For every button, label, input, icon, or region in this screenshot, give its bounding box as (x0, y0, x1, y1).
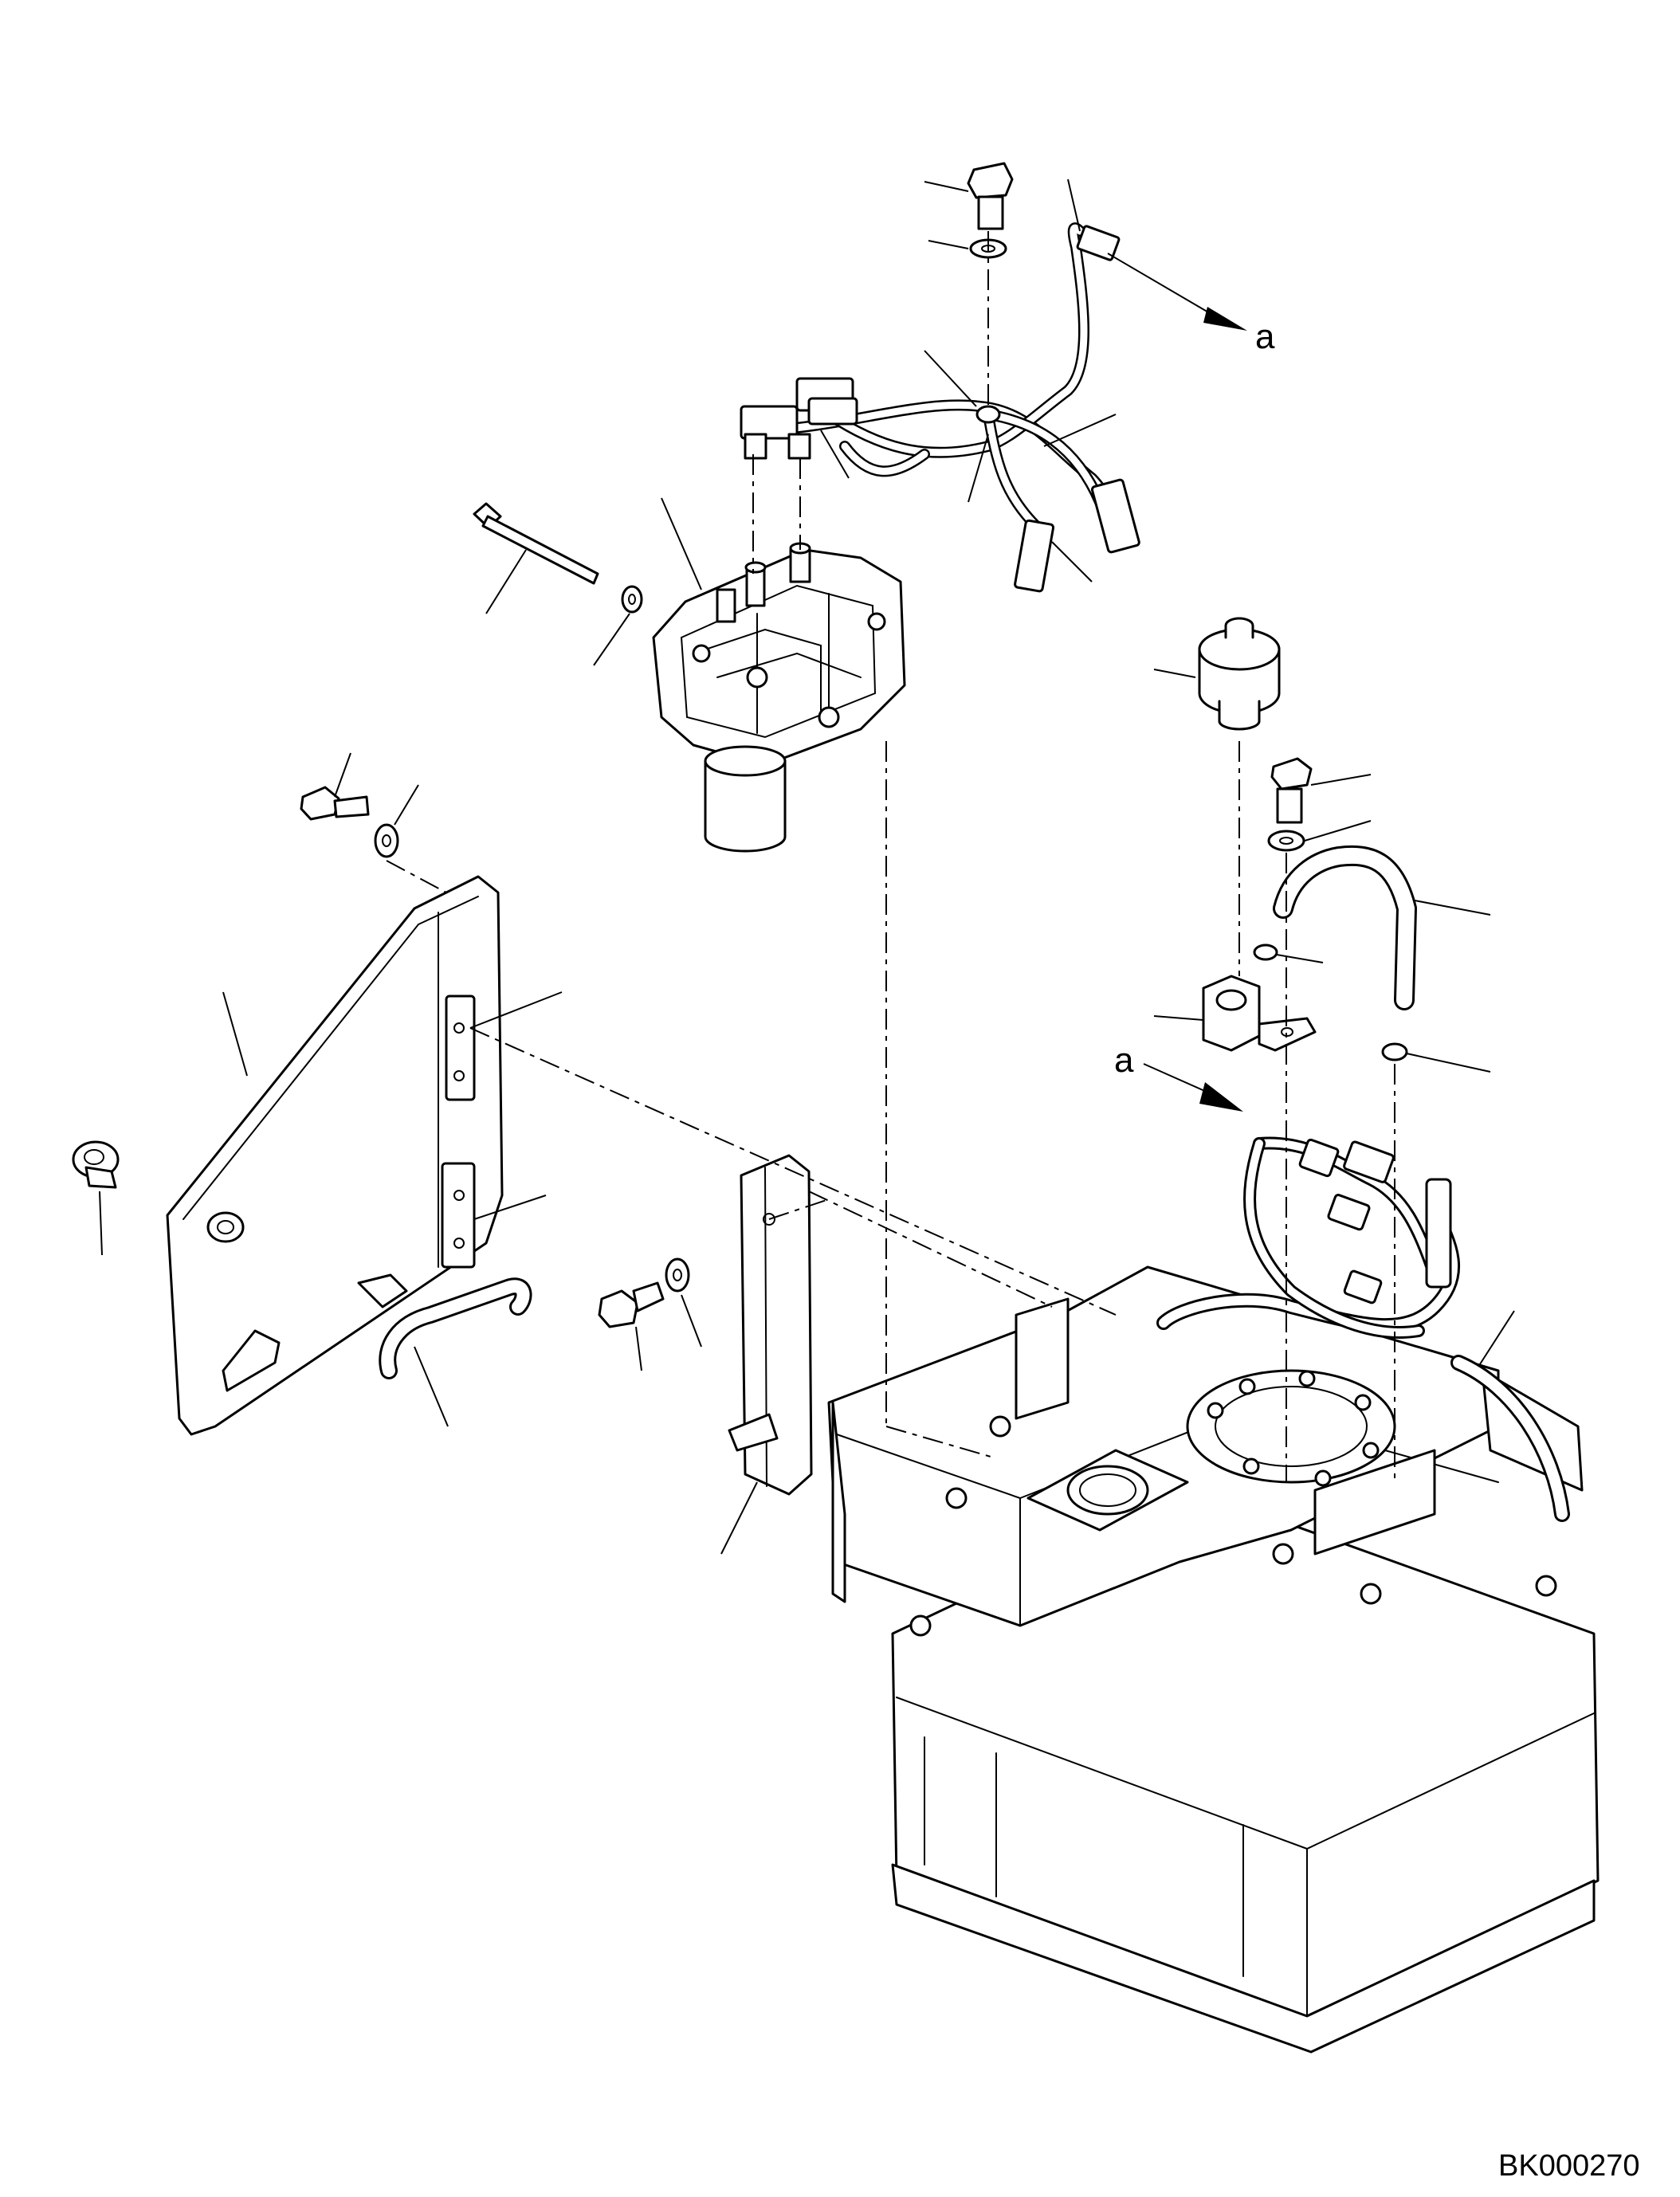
harness-bolt (967, 162, 1014, 230)
upper-wire-harness (740, 222, 1140, 593)
control-valve-assembly (652, 542, 906, 853)
main-frame-assembly (827, 1204, 1600, 2054)
panel-knob (72, 1140, 120, 1189)
bracket-bolt (598, 1281, 665, 1328)
vertical-bracket (728, 1154, 813, 1496)
lower-wire-harness (1243, 1136, 1452, 1339)
leader-lines (99, 179, 1515, 1555)
panel-washer (374, 823, 399, 858)
callout-arrow-lower (1143, 1063, 1243, 1112)
right-washer (1267, 830, 1305, 852)
right-bolt (1270, 757, 1313, 824)
hose-cap (1381, 1042, 1408, 1061)
long-bolt (473, 502, 599, 585)
callout-arrow-upper (1107, 253, 1247, 331)
bracket-washer (665, 1257, 690, 1293)
small-nut (1253, 944, 1278, 961)
valve-washer (621, 585, 643, 614)
pressure-sensor (1198, 617, 1281, 731)
left-cover-panel (166, 875, 504, 1436)
relay-bracket (1202, 975, 1317, 1052)
panel-bolt (300, 786, 370, 821)
breather-hose (1273, 845, 1417, 1010)
drawing-code: BK000270 (1498, 2149, 1640, 2183)
assembly-centerlines (386, 231, 1395, 1482)
hook-hose (379, 1277, 532, 1379)
callout-label-a-lower: a (1114, 1041, 1134, 1080)
callout-label-a-upper: a (1255, 317, 1275, 356)
